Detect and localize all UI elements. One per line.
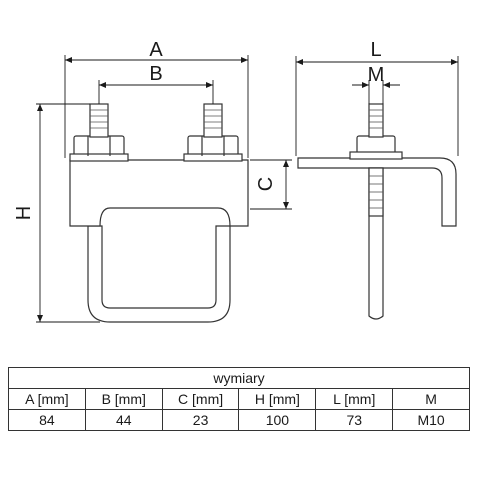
header-cell: H [mm]	[238, 388, 317, 410]
clamp-body	[69, 159, 249, 227]
dimension-c	[250, 159, 292, 210]
left-washer	[69, 153, 129, 162]
label-b: B	[149, 63, 162, 85]
right-thread	[203, 103, 223, 138]
header-cell: A [mm]	[8, 388, 86, 410]
right-nut	[187, 135, 239, 157]
label-h: H	[13, 206, 35, 220]
label-l: L	[370, 39, 381, 61]
front-view	[69, 103, 249, 323]
technical-drawing: A B H C	[13, 39, 459, 323]
side-nut	[356, 135, 396, 155]
side-washer	[349, 151, 403, 160]
value-cell: M10	[392, 409, 470, 431]
right-washer	[183, 153, 243, 162]
table-header-row: A [mm] B [mm] C [mm] H [mm] L [mm] M	[8, 388, 470, 410]
header-cell: C [mm]	[161, 388, 240, 410]
dimension-a	[64, 55, 249, 158]
label-c: C	[255, 177, 277, 191]
dimension-l	[295, 56, 459, 156]
table-value-row: 84 44 23 100 73 M10	[8, 409, 470, 431]
value-cell: 100	[238, 409, 317, 431]
dimension-b	[98, 80, 214, 104]
left-thread	[89, 103, 109, 138]
dimension-h	[36, 103, 100, 323]
dimensions-table-container: wymiary A [mm] B [mm] C [mm] H [mm] L [m…	[8, 367, 470, 431]
value-cell: 23	[161, 409, 240, 431]
value-cell: 44	[84, 409, 163, 431]
header-cell: M	[392, 388, 470, 410]
side-view	[297, 103, 457, 320]
label-a: A	[149, 39, 163, 61]
label-m: M	[368, 64, 385, 86]
u-bolt	[87, 225, 231, 323]
value-cell: 73	[315, 409, 394, 431]
header-cell: B [mm]	[84, 388, 163, 410]
dimension-m	[352, 80, 400, 104]
value-cell: 84	[8, 409, 86, 431]
side-thread	[368, 103, 384, 138]
header-cell: L [mm]	[315, 388, 394, 410]
bracket	[297, 157, 457, 227]
table-title-row: wymiary	[8, 367, 470, 389]
left-nut	[73, 135, 125, 157]
table-title: wymiary	[8, 367, 470, 389]
dimensions-table: wymiary A [mm] B [mm] C [mm] H [mm] L [m…	[8, 367, 470, 431]
